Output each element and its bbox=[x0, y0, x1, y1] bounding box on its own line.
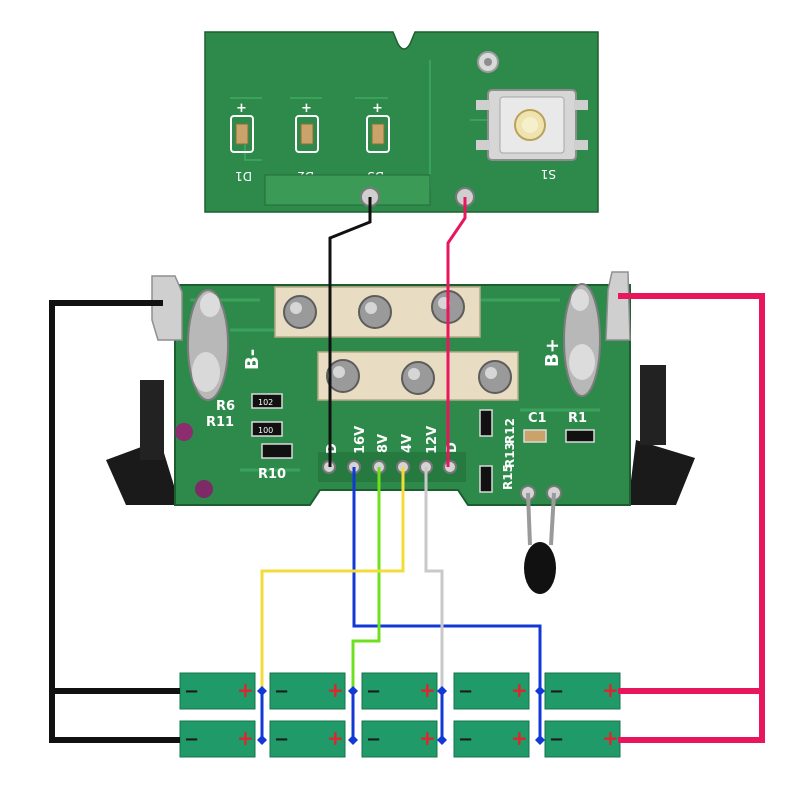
balance-pad-row bbox=[318, 452, 466, 482]
battery-cell: −+ bbox=[361, 672, 438, 710]
junction-dot bbox=[437, 686, 447, 696]
pad-label-d-left: D bbox=[325, 443, 340, 454]
led-board-pcb bbox=[204, 31, 599, 213]
label-r11: R11 bbox=[206, 415, 234, 430]
cell-negative-mark: − bbox=[458, 729, 473, 750]
junction-dot bbox=[348, 735, 358, 745]
battery-cell: −+ bbox=[269, 720, 346, 758]
bms-board: B- B+ 102 100 bbox=[106, 271, 695, 594]
wire-pink-d-signal bbox=[446, 197, 467, 467]
battery-cell-grid: −+−+−+−+−+−+−+−+−+−+ bbox=[179, 672, 621, 758]
capacitor-c1-part bbox=[523, 429, 547, 443]
led-d1: + D1 bbox=[230, 101, 254, 183]
wire-black-d-signal bbox=[328, 197, 372, 467]
resistor-100-code: 100 bbox=[258, 426, 273, 435]
pad-label-d-right: D bbox=[445, 442, 460, 453]
label-r1: R1 bbox=[568, 411, 587, 426]
led-d1-plus: + bbox=[236, 101, 247, 116]
battery-cell: −+ bbox=[361, 720, 438, 758]
wire-blue-16v bbox=[352, 467, 542, 740]
cell-positive-mark: + bbox=[602, 726, 619, 750]
cell-negative-mark: − bbox=[549, 729, 564, 750]
cell-negative-mark: − bbox=[184, 729, 199, 750]
cell-positive-mark: + bbox=[511, 726, 528, 750]
pad-label-12v: 12V bbox=[425, 426, 440, 454]
cell-negative-mark: − bbox=[274, 681, 289, 702]
resistor-102-code: 102 bbox=[258, 398, 273, 407]
b-plus-label: B+ bbox=[542, 338, 563, 367]
purple-mark-2 bbox=[195, 480, 213, 498]
upper-terminal-strip bbox=[274, 286, 481, 338]
led-switch-board: + D1 + D2 + D3 bbox=[204, 31, 599, 213]
wire-gray-12v bbox=[424, 467, 444, 740]
cell-positive-mark: + bbox=[237, 678, 254, 702]
pad-label-16v: 16V bbox=[353, 426, 368, 454]
battery-cell: −+ bbox=[453, 720, 530, 758]
battery-cell: −+ bbox=[179, 672, 256, 710]
switch-s1: S1 bbox=[476, 89, 588, 181]
cell-positive-mark: + bbox=[327, 726, 344, 750]
resistor-r15-part bbox=[479, 465, 493, 493]
cell-positive-mark: + bbox=[327, 678, 344, 702]
b-minus-tab bbox=[151, 275, 183, 341]
cell-negative-mark: − bbox=[458, 681, 473, 702]
cell-positive-mark: + bbox=[511, 678, 528, 702]
cell-positive-mark: + bbox=[419, 678, 436, 702]
battery-cell: −+ bbox=[179, 720, 256, 758]
cell-negative-mark: − bbox=[274, 729, 289, 750]
junction-dot bbox=[535, 735, 545, 745]
wire-yellow-4v bbox=[260, 467, 405, 740]
battery-cell: −+ bbox=[453, 672, 530, 710]
cell-positive-mark: + bbox=[602, 678, 619, 702]
battery-cell: −+ bbox=[544, 672, 621, 710]
pad-label-8v: 8V bbox=[376, 434, 391, 453]
junction-dot bbox=[437, 735, 447, 745]
cell-positive-mark: + bbox=[237, 726, 254, 750]
led-d1-label: D1 bbox=[235, 169, 252, 183]
switch-s1-label: S1 bbox=[541, 167, 556, 181]
cell-negative-mark: − bbox=[549, 681, 564, 702]
b-plus-terminal bbox=[563, 283, 601, 397]
led-board-pad-strip bbox=[264, 174, 431, 206]
label-r6: R6 bbox=[216, 399, 235, 414]
resistor-102: 102 bbox=[251, 393, 283, 409]
junction-dot bbox=[348, 686, 358, 696]
battery-cell: −+ bbox=[269, 672, 346, 710]
pad-label-4v: 4V bbox=[400, 434, 415, 453]
cell-junctions bbox=[257, 686, 545, 745]
resistor-r1-part bbox=[565, 429, 595, 443]
wire-pink-b-plus bbox=[618, 293, 765, 743]
cell-negative-mark: − bbox=[366, 729, 381, 750]
cell-negative-mark: − bbox=[184, 681, 199, 702]
label-r15: R15 bbox=[501, 464, 515, 490]
purple-mark-1 bbox=[175, 423, 193, 441]
led-d2-plus: + bbox=[301, 101, 312, 116]
label-r13: R13 bbox=[503, 442, 517, 468]
junction-dot bbox=[257, 686, 267, 696]
label-r10: R10 bbox=[258, 467, 286, 482]
resistor-r12-part bbox=[479, 409, 493, 437]
thermistor bbox=[520, 485, 562, 594]
label-r12: R12 bbox=[503, 418, 517, 444]
junction-dot bbox=[257, 735, 267, 745]
led-d3-plus: + bbox=[372, 101, 383, 116]
led-board-mount-hole bbox=[477, 51, 499, 73]
wire-black-b-minus bbox=[49, 300, 180, 743]
cell-positive-mark: + bbox=[419, 726, 436, 750]
resistor-r10-part bbox=[261, 443, 293, 459]
battery-cell: −+ bbox=[544, 720, 621, 758]
b-minus-label: B- bbox=[242, 349, 263, 370]
bms-right-bracket bbox=[628, 440, 695, 505]
cell-negative-mark: − bbox=[366, 681, 381, 702]
b-plus-tab bbox=[605, 271, 631, 341]
junction-dot bbox=[535, 686, 545, 696]
b-minus-terminal bbox=[187, 289, 229, 401]
lower-terminal-strip bbox=[317, 351, 519, 401]
resistor-100: 100 bbox=[251, 421, 283, 437]
label-c1: C1 bbox=[528, 411, 547, 426]
